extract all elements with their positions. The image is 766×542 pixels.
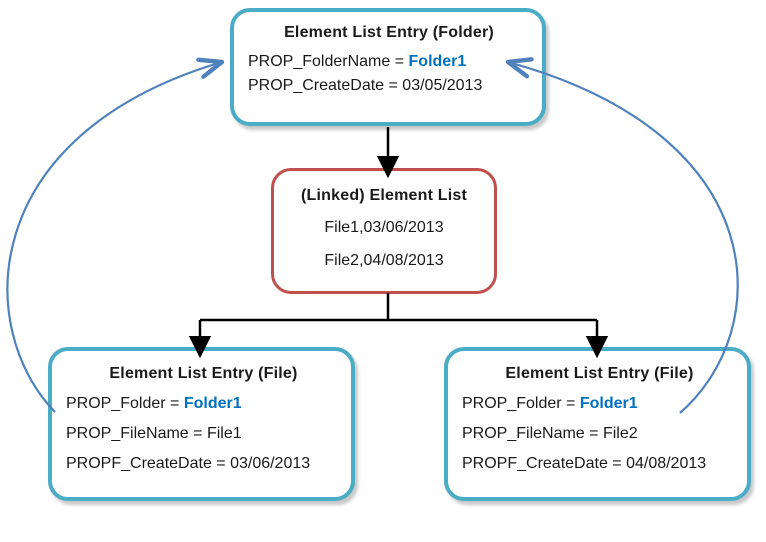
file-entry-1-node: Element List Entry (File) PROP_Folder = … (48, 347, 355, 501)
list-to-files-trunk (200, 293, 597, 322)
linked-list-row: File1,03/06/2013 (324, 219, 444, 236)
linked-list-node: (Linked) Element List File1,03/06/2013 F… (271, 168, 497, 294)
file1-folder-label: PROP_Folder = (66, 395, 184, 412)
file1-create-date-line: PROPF_CreateDate = 03/06/2013 (66, 455, 311, 472)
file2-folder-label: PROP_Folder = (462, 395, 580, 412)
file-entry-2-node: Element List Entry (File) PROP_Folder = … (444, 347, 751, 501)
linked-list-title: (Linked) Element List (301, 187, 467, 204)
folder-create-date-line: PROP_CreateDate = 03/05/2013 (248, 77, 483, 94)
folder-name-prop-line: PROP_FolderName = Folder1 (248, 50, 530, 74)
file2-filename-line: PROP_FileName = File2 (462, 425, 638, 442)
folder-entry-title: Element List Entry (Folder) (284, 24, 494, 41)
folder-entry-node: Element List Entry (Folder) PROP_FolderN… (230, 8, 546, 126)
file2-folder-prop-line: PROP_Folder = Folder1 (462, 395, 737, 412)
file1-folder-prop-line: PROP_Folder = Folder1 (66, 395, 341, 412)
file-entry-1-title: Element List Entry (File) (109, 365, 298, 382)
folder-name-label: PROP_FolderName = (248, 53, 409, 70)
file1-filename-line: PROP_FileName = File1 (66, 425, 242, 442)
file1-folder-value: Folder1 (183, 395, 242, 412)
file-entry-2-title: Element List Entry (File) (505, 365, 694, 382)
folder-name-value: Folder1 (408, 53, 467, 70)
file2-folder-value: Folder1 (579, 395, 638, 412)
file2-create-date-line: PROPF_CreateDate = 04/08/2013 (462, 455, 707, 472)
linked-list-row: File2,04/08/2013 (324, 252, 444, 269)
